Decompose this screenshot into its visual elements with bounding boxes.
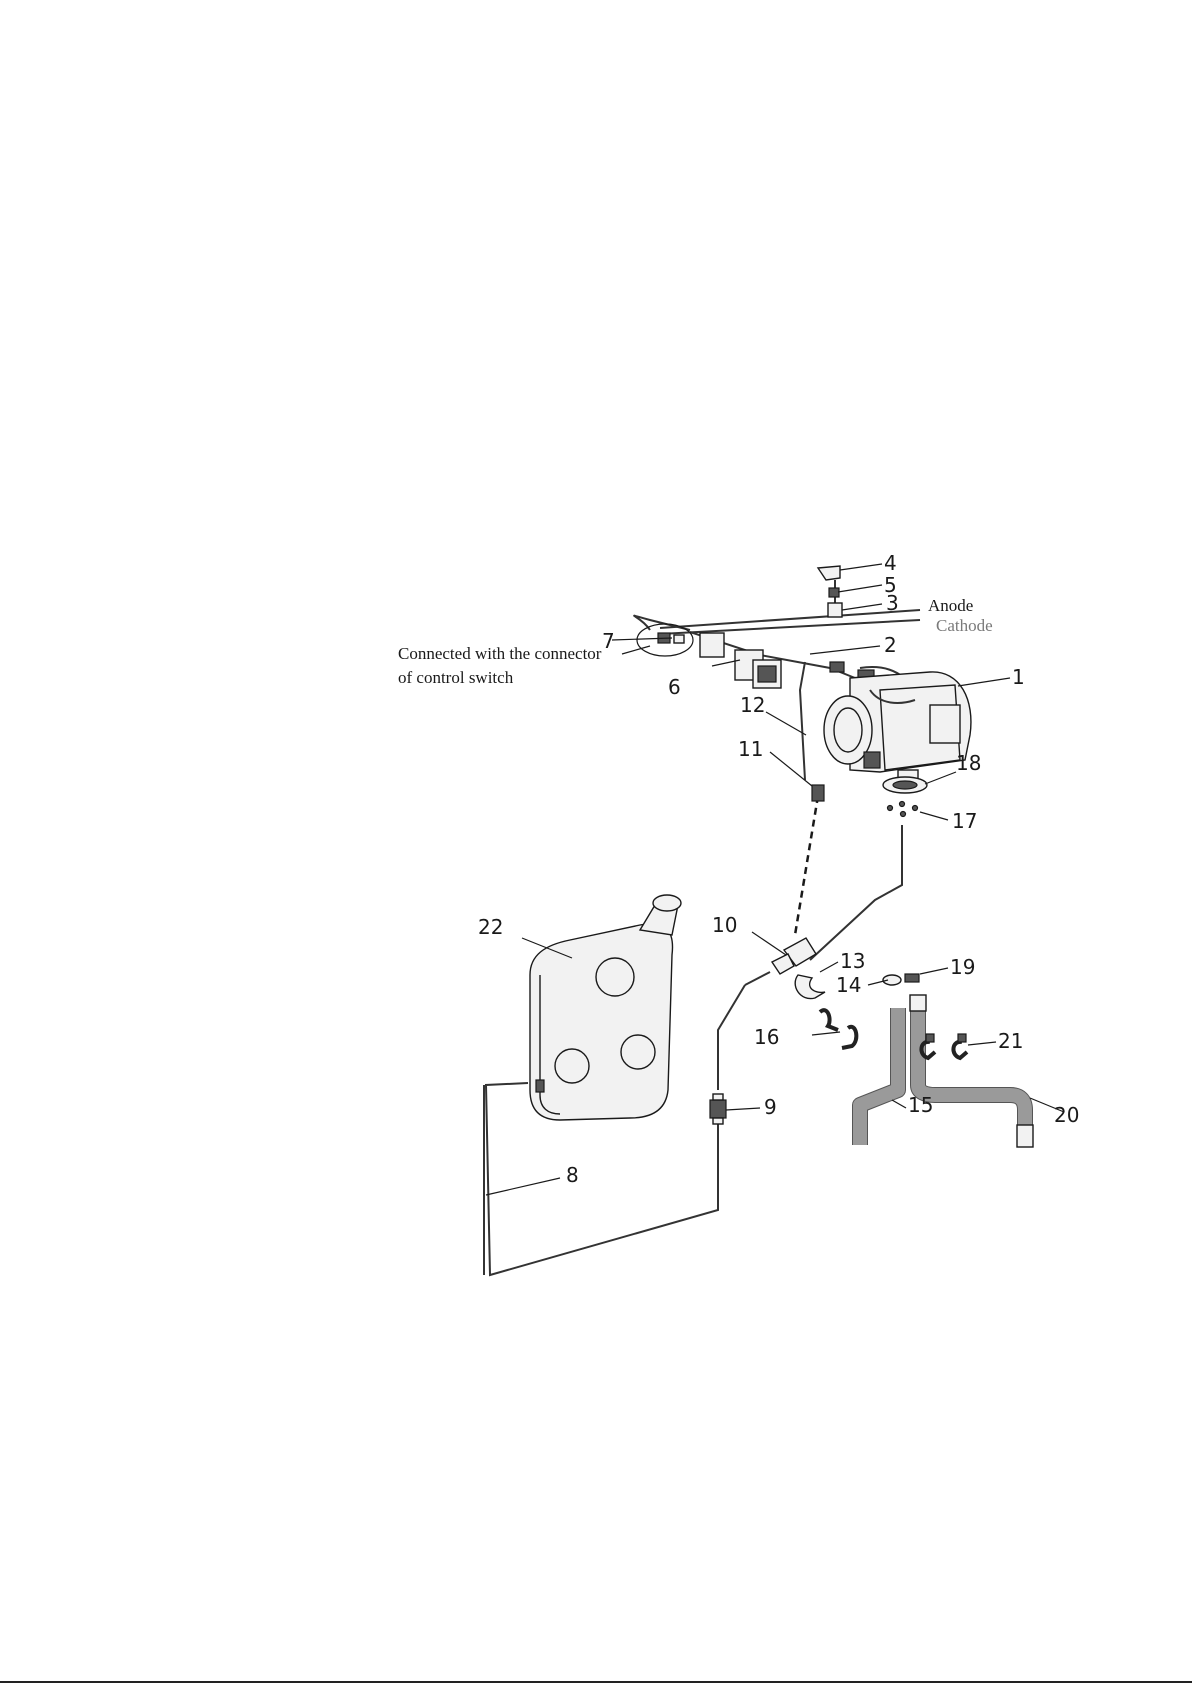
page-bottom-rule (0, 1681, 1192, 1683)
callout-19: 19 (950, 955, 975, 979)
callout-20: 20 (1054, 1103, 1079, 1127)
callout-13: 13 (840, 949, 865, 973)
exhaust-clamps (883, 974, 919, 985)
mounting-nuts (888, 802, 918, 817)
cathode-label: Cathode (936, 616, 993, 635)
hose-clips (921, 1034, 967, 1058)
callout-16: 16 (754, 1025, 779, 1049)
fuel-tank (530, 895, 681, 1120)
callout-11: 11 (738, 737, 763, 761)
intake-hose (860, 1008, 898, 1145)
control-switch (700, 633, 781, 688)
exhaust-hose (910, 995, 1033, 1147)
connector-note-line2: of control switch (398, 668, 514, 687)
callout-5: 5 (884, 573, 897, 597)
fuel-filter (710, 1094, 726, 1124)
anode-label: Anode (928, 596, 973, 615)
callout-21: 21 (998, 1029, 1023, 1053)
pump-harness (795, 785, 824, 935)
connector-note-line1: Connected with the connector (398, 644, 602, 663)
fuel-line-heater (810, 825, 902, 960)
callout-22: 22 (478, 915, 503, 939)
callout-4: 4 (884, 551, 897, 575)
hose-hooks (820, 1010, 856, 1048)
pump-clamp (795, 975, 825, 999)
callout-7: 7 (602, 629, 615, 653)
callout-14: 14 (836, 973, 861, 997)
control-switch-connector (637, 624, 693, 656)
callout-8: 8 (566, 1163, 579, 1187)
callout-9: 9 (764, 1095, 777, 1119)
gasket (883, 777, 927, 793)
callout-10: 10 (712, 913, 737, 937)
callout-12: 12 (740, 693, 765, 717)
callout-15: 15 (908, 1093, 933, 1117)
callout-18: 18 (956, 751, 981, 775)
callout-2: 2 (884, 633, 897, 657)
heater-unit (824, 672, 971, 780)
callout-17: 17 (952, 809, 977, 833)
callout-6: 6 (668, 675, 681, 699)
callout-1: 1 (1012, 665, 1025, 689)
